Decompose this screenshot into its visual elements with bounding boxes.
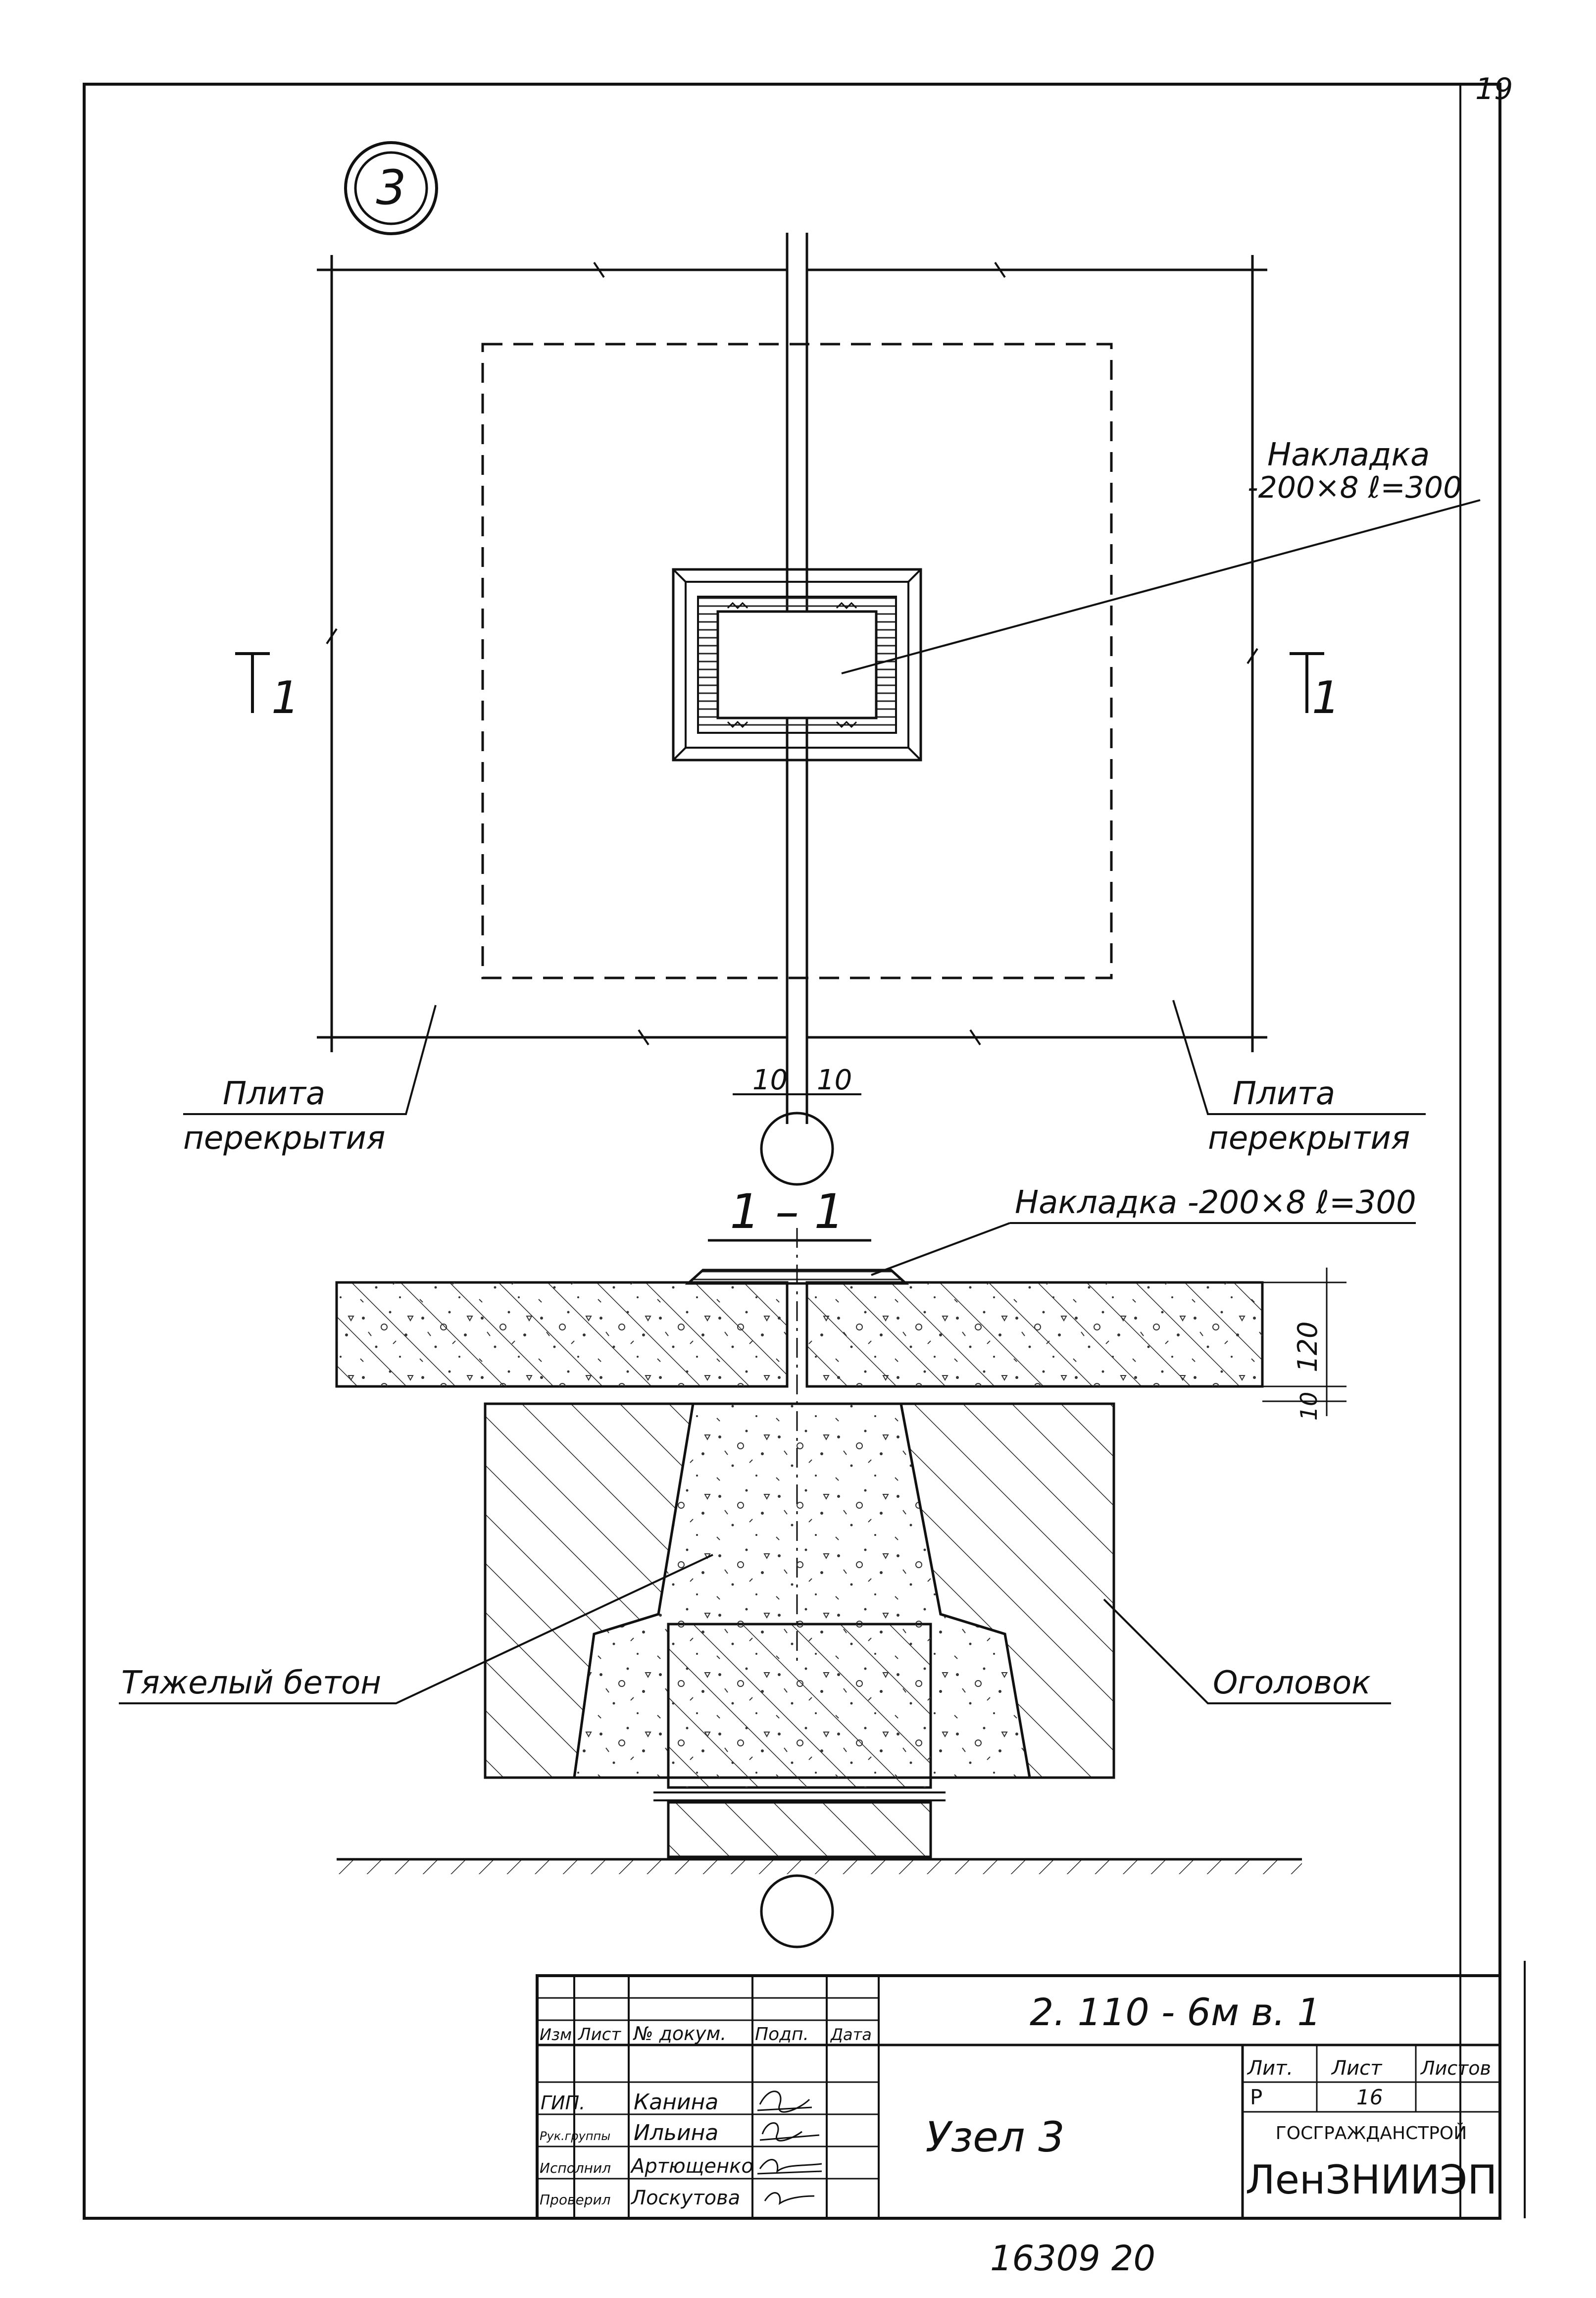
tb-sheet-label: Лист <box>1331 2057 1383 2080</box>
gap-left-dim: 10 <box>752 1064 788 1096</box>
tb-name-exec: Артющенко <box>630 2155 753 2178</box>
tb-role-gip: ГИП. <box>541 2092 585 2114</box>
node-marker-label: 3 <box>376 160 406 215</box>
tb-col-change: Изм <box>540 2025 572 2044</box>
section-mark-right-label: 1 <box>1312 672 1340 724</box>
tb-col-date: Дата <box>830 2025 872 2044</box>
slab-right-label-2: перекрытия <box>1208 1120 1410 1157</box>
tb-sheets-label: Листов <box>1420 2057 1491 2079</box>
gap-dimension: 10 10 <box>733 1064 861 1096</box>
overlay-section-leader <box>871 1222 1010 1276</box>
tb-role-lead: Рук.группы <box>540 2129 610 2143</box>
section-mark-left: 1 <box>235 652 299 724</box>
column-section <box>653 1623 946 1858</box>
node-marker: 3 <box>344 141 438 235</box>
tb-col-sheet: Лист <box>577 2025 621 2044</box>
column-plan <box>672 568 922 762</box>
section-mark-right: 1 <box>1290 652 1340 724</box>
tb-role-exec: Исполнил <box>540 2160 611 2176</box>
gap-right-dim: 10 <box>817 1064 852 1096</box>
tb-sheet-title: Узел 3 <box>925 2113 1064 2161</box>
tb-sheet-number: 16 <box>1356 2085 1383 2109</box>
slab-section-left <box>335 1281 789 1388</box>
plan-view: 1 1 Накладка -200×8 ℓ=300 10 10 Плита пе… <box>183 233 1481 1186</box>
slab-left-leader <box>183 1005 437 1115</box>
tb-org-2: ЛенЗНИИЭП <box>1246 2157 1497 2203</box>
tb-name-check: Лоскутова <box>630 2187 740 2209</box>
slab-section-right <box>805 1281 1264 1388</box>
heavy-concrete-leader <box>119 1554 713 1704</box>
tb-designation: 2. 110 - 6м в. 1 <box>1030 1990 1321 2034</box>
overlay-section-label: Накладка -200×8 ℓ=300 <box>1015 1184 1416 1221</box>
slab-right-leader <box>1172 1000 1426 1115</box>
ground-line <box>337 1858 1302 1874</box>
slab-gap-dim: 10 <box>1296 1392 1322 1421</box>
section-mark-left-label: 1 <box>271 672 299 724</box>
axis-bubble-section <box>760 1874 834 1948</box>
overlay-plan-leader <box>841 499 1481 674</box>
axis-bubble-plan <box>760 1112 834 1186</box>
capital-leader <box>1103 1598 1391 1704</box>
overlay-plan-spec: -200×8 ℓ=300 <box>1247 470 1462 505</box>
heavy-concrete-label: Тяжелый бетон <box>121 1665 381 1701</box>
slab-thickness-dim: 120 <box>1292 1321 1323 1372</box>
section-title: 1 – 1 <box>730 1184 844 1239</box>
tb-name-gip: Канина <box>634 2090 718 2115</box>
title-block: Изм Лист № докум. Подп. Дата ГИП. Канина… <box>536 1974 1501 2220</box>
tb-stage: Р <box>1250 2085 1262 2109</box>
tb-org-1: ГОСГРАЖДАНСТРОЙ <box>1276 2123 1467 2144</box>
capital-label: Оголовок <box>1213 1665 1371 1701</box>
slab-left-label-2: перекрытия <box>183 1120 385 1157</box>
sheet-corner-number: 19 <box>1475 72 1513 106</box>
overlay-plan-label: Накладка <box>1267 437 1430 473</box>
signatures <box>757 2091 822 2205</box>
archive-number: 16309 20 <box>990 2238 1155 2279</box>
slab-dimension: 120 10 <box>1262 1268 1347 1421</box>
capital-outline-dashed <box>481 343 1113 979</box>
tb-name-lead: Ильина <box>634 2120 718 2145</box>
slab-left-label-1: Плита <box>223 1075 325 1112</box>
tb-stage-label: Лит. <box>1247 2057 1293 2080</box>
tb-col-doc: № докум. <box>633 2023 726 2044</box>
tb-role-check: Проверил <box>540 2192 611 2208</box>
section-view: 1 – 1 Накладка -200×8 ℓ=300 120 10 <box>119 1184 1416 1948</box>
slab-right-label-1: Плита <box>1233 1075 1335 1112</box>
tb-col-sign: Подп. <box>755 2024 809 2044</box>
